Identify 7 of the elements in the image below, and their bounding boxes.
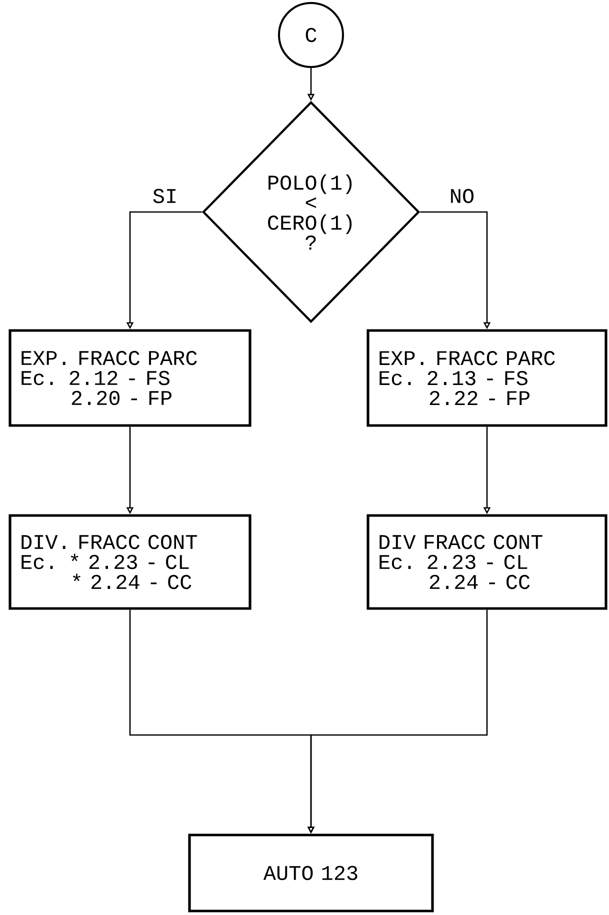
process-box: AUTO 123 <box>188 834 434 912</box>
edge-label: SI <box>151 188 179 204</box>
process-box: EXP. FRACC PARC Ec. 2.12 - FS 2.20 - FP <box>8 329 252 427</box>
edge-label: NO <box>448 188 476 204</box>
process-box: DIV FRACC CONT Ec. 2.23 - CL 2.24 - CC <box>366 514 608 610</box>
process-box: EXP. FRACC PARC Ec. 2.13 - FS 2.22 - FP <box>366 329 608 427</box>
process-box: DIV. FRACC CONT Ec. * 2.23 - CL * 2.24 - CC <box>8 514 252 610</box>
